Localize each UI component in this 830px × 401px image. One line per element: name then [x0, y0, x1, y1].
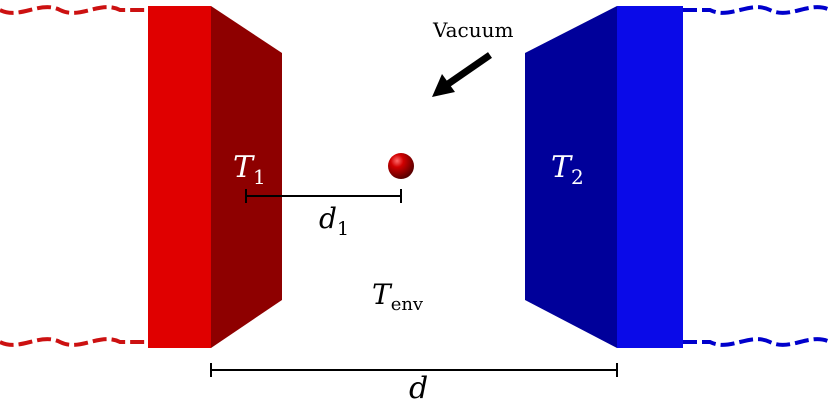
tenv-label: Tenv — [372, 278, 424, 315]
left-plate — [0, 5, 282, 348]
t1-label: T1 — [233, 150, 266, 189]
right-plate-face — [617, 6, 683, 348]
left-plate-side — [211, 6, 282, 348]
t2-label: T2 — [551, 150, 584, 189]
d1-main: d — [319, 202, 337, 235]
d1-label: d1 — [319, 202, 349, 240]
d1-sub: 1 — [337, 218, 349, 240]
left-plate-bottom-wave — [0, 337, 148, 347]
tenv-main: T — [372, 278, 393, 311]
d-label: d — [409, 371, 428, 401]
right-plate-bottom-wave — [683, 337, 830, 347]
d1-dimension — [245, 189, 402, 203]
t1-sub: 1 — [253, 165, 266, 189]
t2-sub: 2 — [571, 165, 584, 189]
t2-main: T — [551, 150, 573, 185]
vacuum-label: Vacuum — [432, 18, 513, 42]
t1-main: T — [233, 150, 255, 185]
right-plate — [525, 5, 830, 348]
tenv-sub: env — [391, 294, 424, 315]
d-dimension — [210, 363, 618, 377]
left-plate-top-wave — [0, 5, 148, 15]
arrow-icon — [432, 52, 492, 97]
sphere-icon — [388, 153, 414, 179]
right-plate-side — [525, 6, 617, 348]
left-plate-face — [148, 6, 211, 348]
right-plate-top-wave — [683, 5, 830, 15]
